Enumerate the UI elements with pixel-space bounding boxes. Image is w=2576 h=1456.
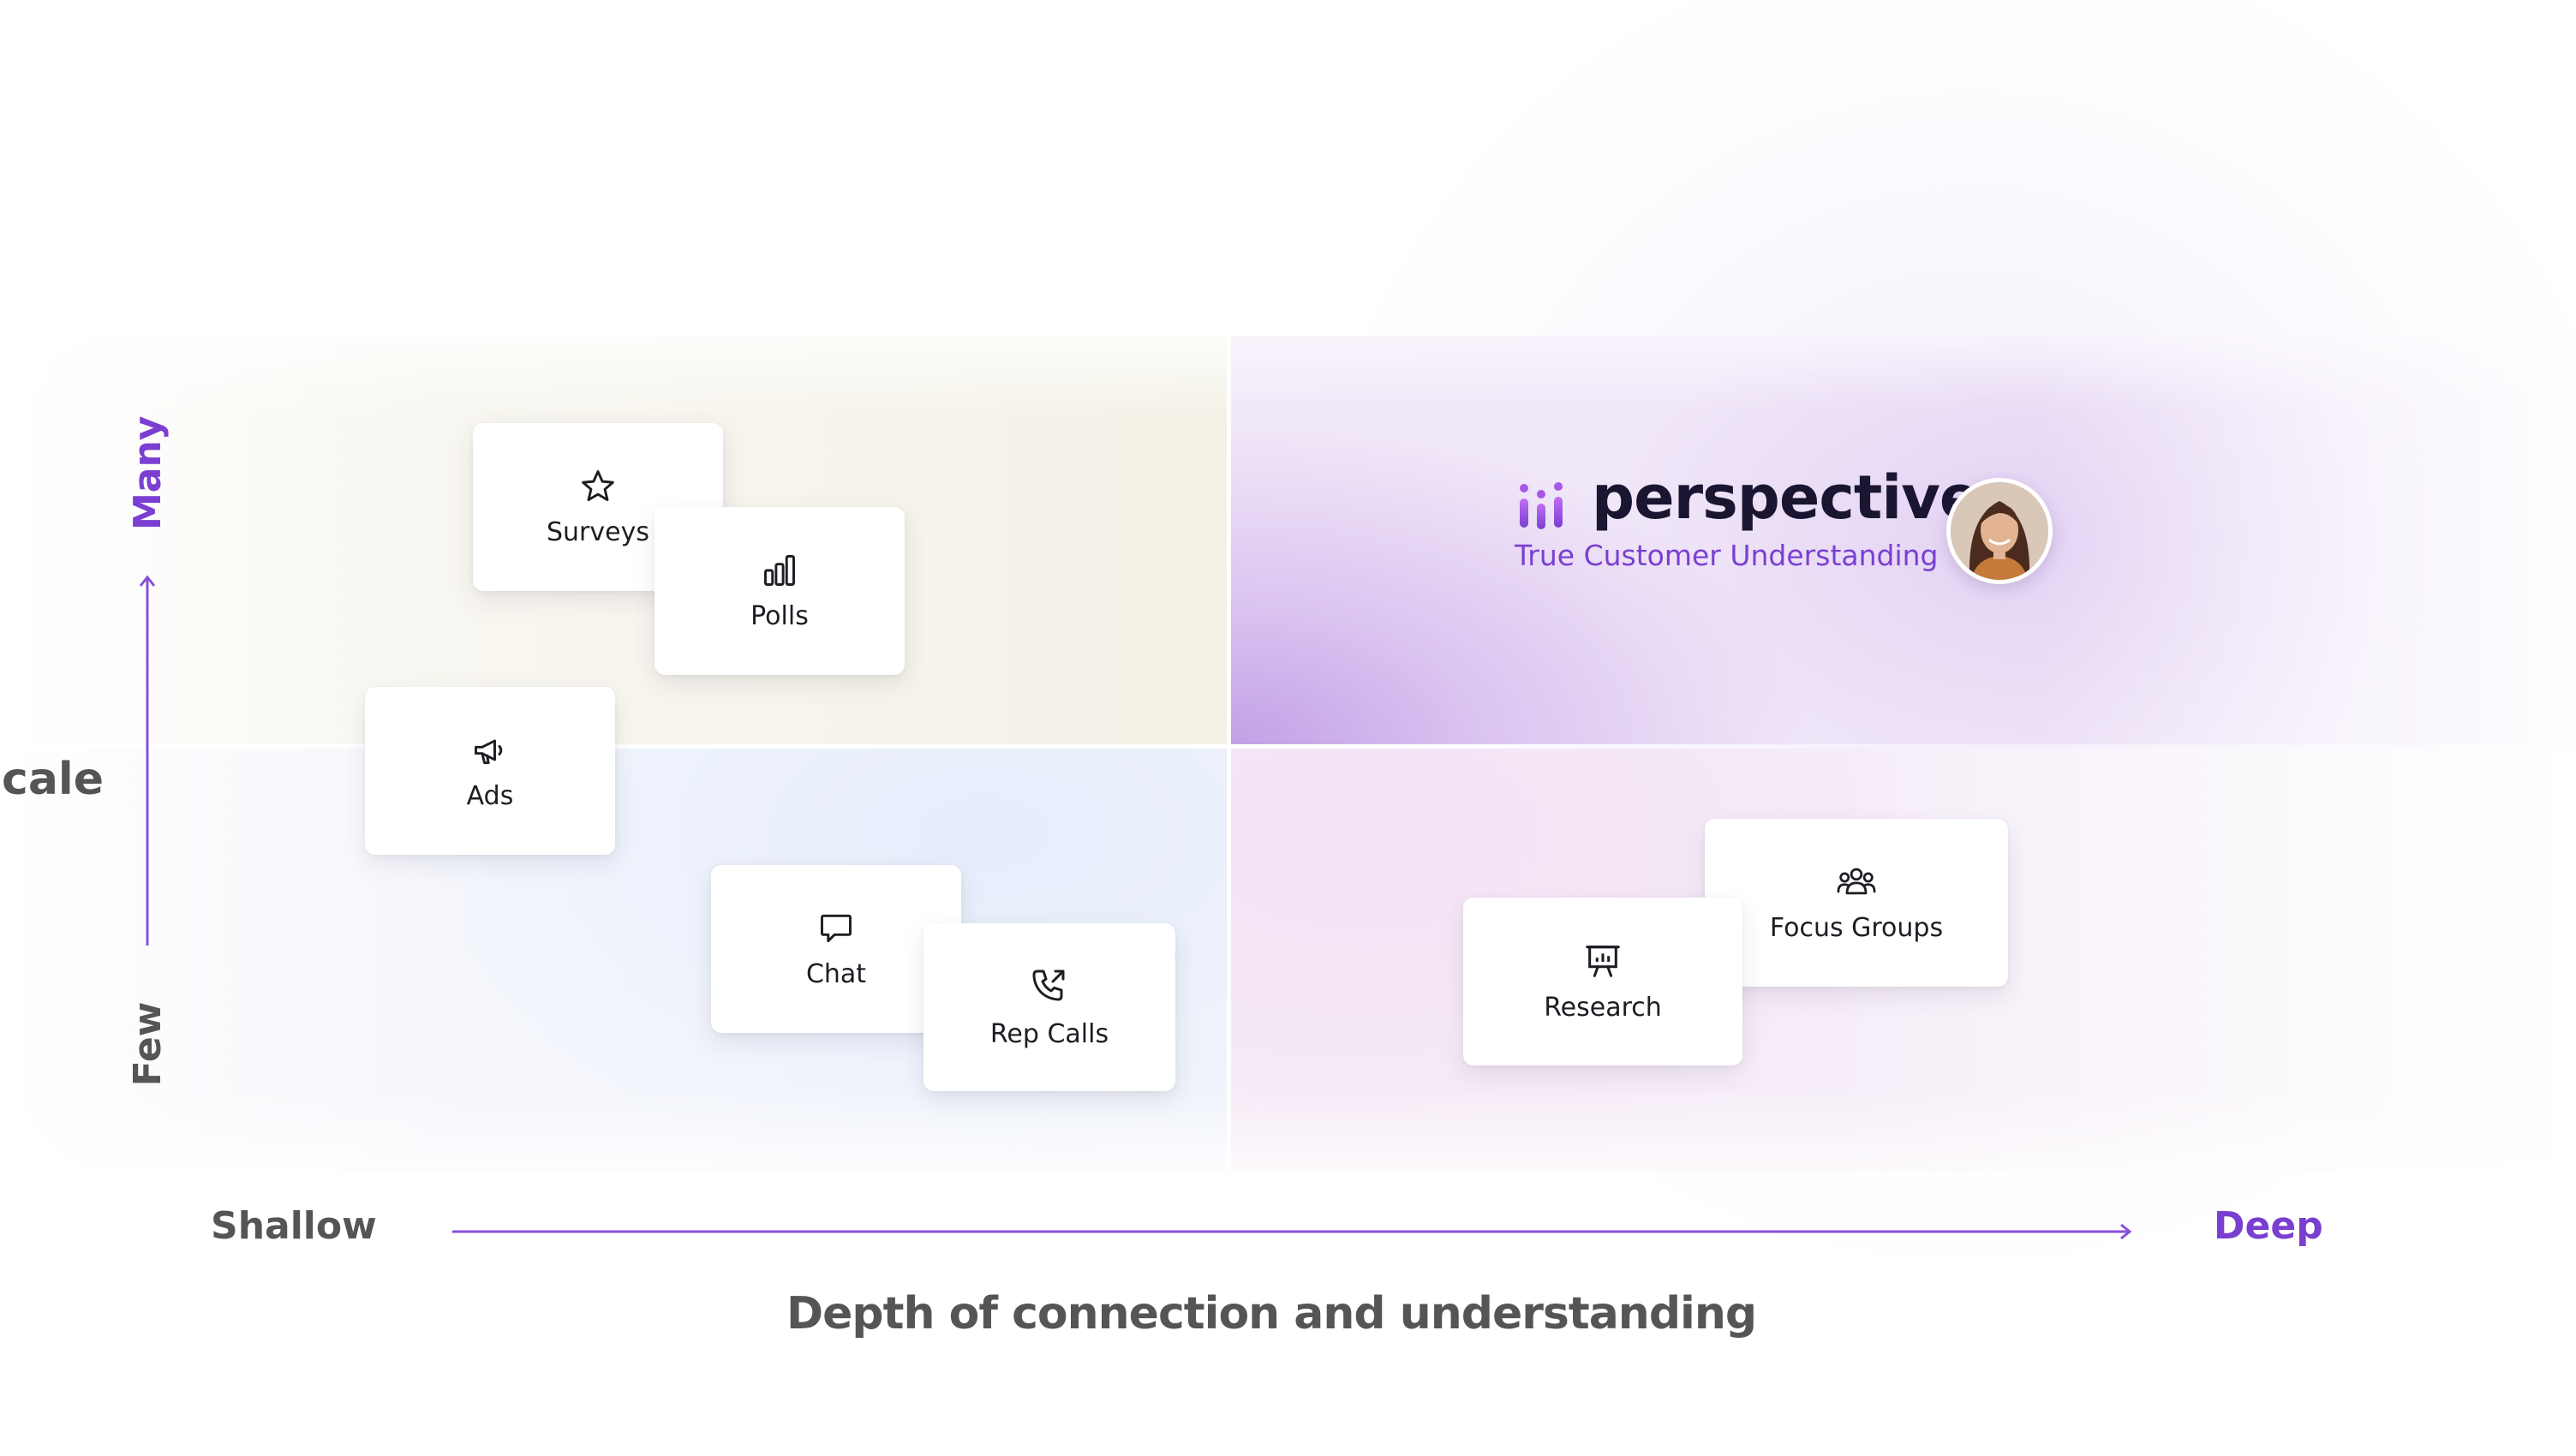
y-axis-cut-label: cale xyxy=(2,754,105,805)
x-axis-right-label: Deep xyxy=(2214,1204,2323,1248)
chat-card: Chat xyxy=(711,865,961,1033)
phone-outgoing-icon xyxy=(1032,970,1065,1000)
surveys-label: Surveys xyxy=(547,516,649,547)
megaphone-icon xyxy=(475,739,503,764)
y-axis-arrow xyxy=(139,575,156,946)
x-axis-arrow xyxy=(452,1223,2132,1240)
perspective-logo-icon xyxy=(1520,482,1563,529)
customer-avatar xyxy=(1946,478,2053,584)
polls-card: Polls xyxy=(654,507,905,675)
group-icon xyxy=(1837,868,1876,894)
bar-chart-icon xyxy=(764,554,795,586)
x-axis-left-label: Shallow xyxy=(211,1204,377,1248)
x-axis-title: Depth of connection and understanding xyxy=(786,1288,1757,1340)
chat-label: Chat xyxy=(805,958,867,989)
research-card: Research xyxy=(1463,898,1742,1065)
y-axis-top-label: Many xyxy=(126,415,170,530)
rep-calls-card: Rep Calls xyxy=(923,923,1175,1091)
polls-label: Polls xyxy=(750,600,809,631)
ads-label: Ads xyxy=(466,780,514,811)
focus-groups-card: Focus Groups xyxy=(1705,819,2008,987)
star-icon xyxy=(582,469,614,501)
focus-groups-label: Focus Groups xyxy=(1769,912,1944,943)
quadrant-top-right xyxy=(1231,336,2576,744)
presentation-board-icon xyxy=(1586,945,1620,977)
brand-name: perspective xyxy=(1592,462,1980,533)
rep-calls-label: Rep Calls xyxy=(989,1018,1109,1049)
avatar-portrait xyxy=(1951,482,2048,580)
chat-bubble-icon xyxy=(821,914,852,942)
y-axis-bottom-label: Few xyxy=(126,1001,170,1087)
research-label: Research xyxy=(1544,992,1662,1023)
brand-tagline: True Customer Understanding xyxy=(1515,539,1939,572)
ads-card: Ads xyxy=(365,687,615,855)
